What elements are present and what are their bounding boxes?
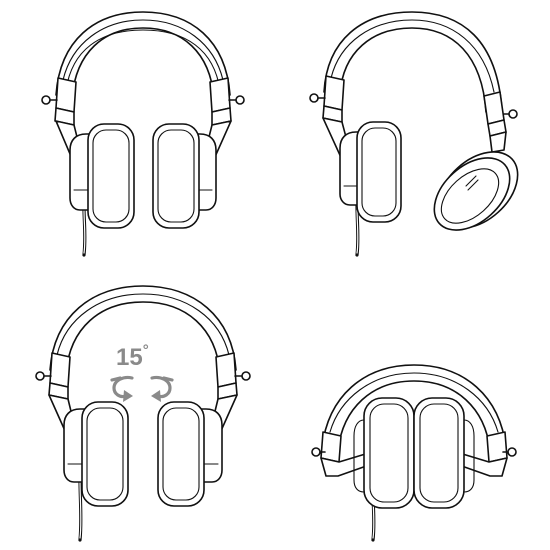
headphones-front-view [41, 11, 245, 257]
left-earpad [87, 123, 135, 229]
headphones-earcup-rotated-view [309, 11, 519, 257]
right-earpad [152, 123, 200, 229]
right-earpad [157, 401, 205, 507]
right-earcup-rotated [433, 151, 519, 231]
headband [323, 11, 503, 113]
right-earpad [413, 397, 465, 509]
right-slider [209, 77, 231, 113]
degree-symbol: ° [143, 342, 149, 359]
left-earpad [363, 397, 415, 509]
rotate-left-arrow-icon [112, 375, 134, 399]
left-earpad [81, 401, 129, 507]
headband [49, 285, 237, 374]
right-hinge-pin [235, 95, 245, 105]
headband [55, 11, 231, 99]
headphones-swivel-view: 15° [35, 285, 251, 542]
left-earpad [356, 121, 402, 223]
rotation-angle-label: 15° [116, 342, 149, 371]
left-hinge-pin [41, 95, 51, 105]
left-slider [55, 77, 77, 113]
rotation-callout: 15° [110, 342, 174, 402]
headphones-folded-view [311, 364, 517, 542]
rotate-right-arrow-icon [150, 375, 172, 399]
